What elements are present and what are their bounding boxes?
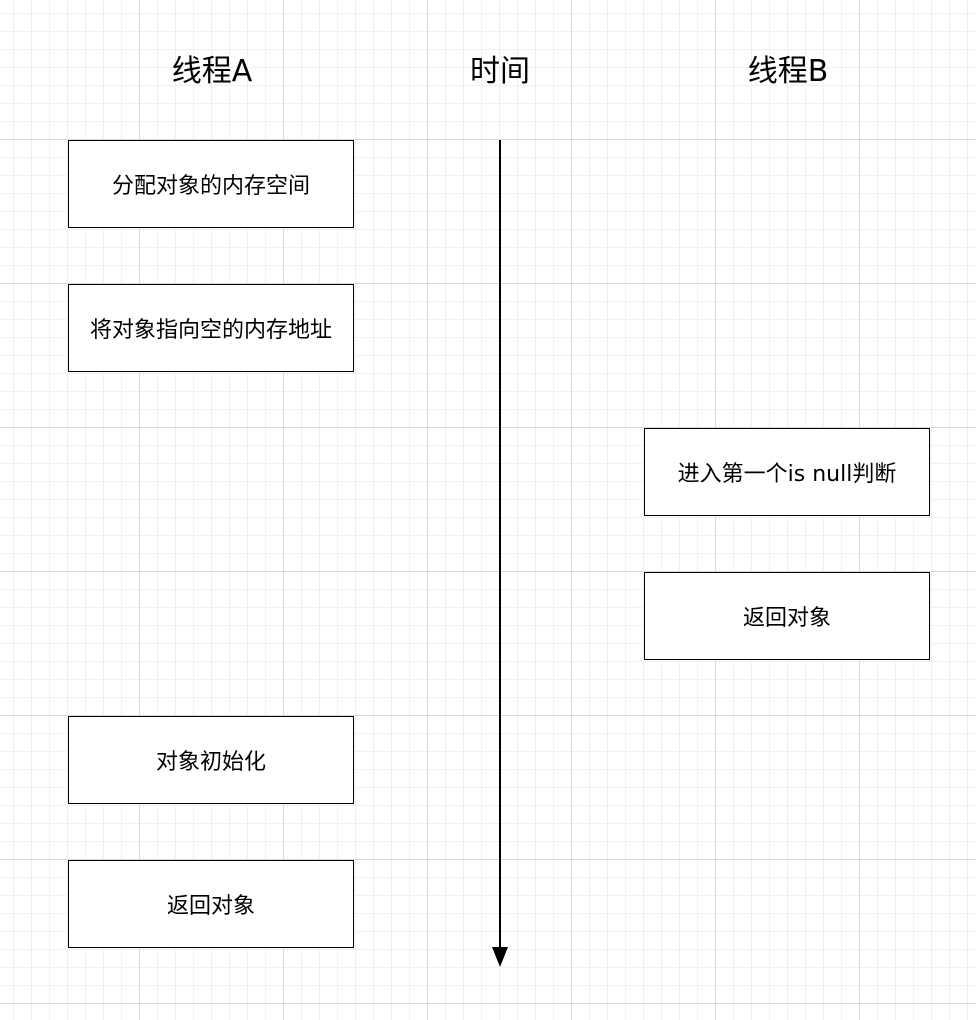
thread-a-step-initialize-object: 对象初始化	[68, 716, 354, 804]
thread-a-step-return-object: 返回对象	[68, 860, 354, 948]
timeline-arrowhead	[492, 947, 508, 967]
thread-b-step-return-object: 返回对象	[644, 572, 930, 660]
thread-a-step-allocate-memory: 分配对象的内存空间	[68, 140, 354, 228]
thread-a-step-point-to-address: 将对象指向空的内存地址	[68, 284, 354, 372]
time-header: 时间	[470, 54, 530, 89]
thread-a-header: 线程A	[171, 54, 253, 89]
thread-b-step-null-check: 进入第一个is null判断	[644, 428, 930, 516]
thread-b-header: 线程B	[747, 54, 829, 89]
